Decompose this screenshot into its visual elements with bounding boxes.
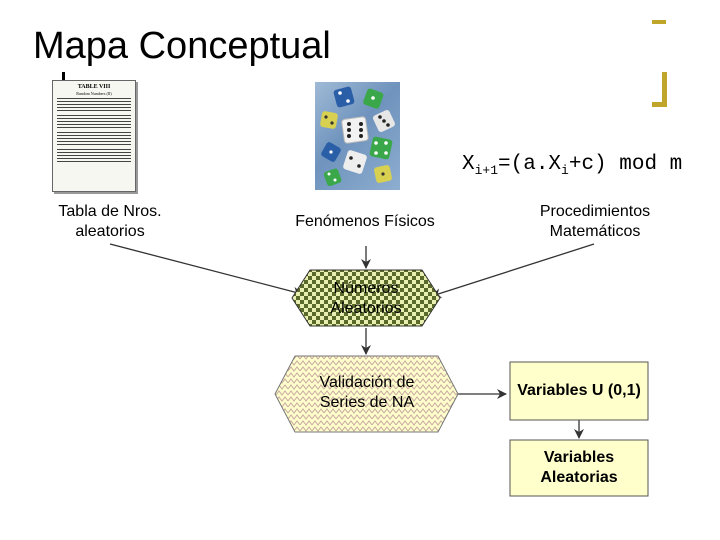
arrow-math-to-random-numbers xyxy=(431,243,595,299)
formula-end: +c) mod m xyxy=(568,153,683,176)
dice-icon xyxy=(320,86,395,187)
accent-dash xyxy=(652,20,666,24)
node-random-numbers-label: Números Aleatorios xyxy=(330,280,402,317)
formula-mid: =(a.X xyxy=(498,153,562,176)
dice-photo xyxy=(315,82,400,190)
label-physical-phenomena: Fenómenos Físicos xyxy=(295,213,435,230)
formula-x: X xyxy=(462,153,475,176)
formula-sub-i: i xyxy=(561,163,569,179)
label-math-procedures: Procedimientos Matemáticos xyxy=(539,203,651,240)
slide-title: Mapa Conceptual xyxy=(33,25,331,67)
node-uniform-label: Variables U (0,1) xyxy=(517,382,641,399)
node-random-variables-shape xyxy=(509,439,649,497)
node-random-variables-label: Variables Aleatorias xyxy=(540,449,618,486)
node-validation-shape xyxy=(274,355,459,433)
arrow-table-to-random-numbers xyxy=(109,243,303,297)
table-image-rows xyxy=(57,98,131,162)
label-random-number-table: Tabla de Nros. aleatorios xyxy=(58,203,162,240)
node-uniform-shape xyxy=(509,361,649,421)
random-number-table-image: TABLE VIII Random Numbers (II) xyxy=(52,80,136,192)
node-random-numbers-shape xyxy=(291,269,441,327)
accent-bracket-vertical xyxy=(662,72,667,106)
table-image-subheading: Random Numbers (II) xyxy=(76,91,112,96)
accent-bracket-foot xyxy=(652,102,667,107)
node-validation-label: Validación de Series de NA xyxy=(319,374,415,411)
lcg-formula: Xi+1=(a.Xi+c) mod m xyxy=(462,152,682,184)
table-image-heading: TABLE VIII xyxy=(77,84,111,90)
formula-sub-next: i+1 xyxy=(474,163,499,179)
